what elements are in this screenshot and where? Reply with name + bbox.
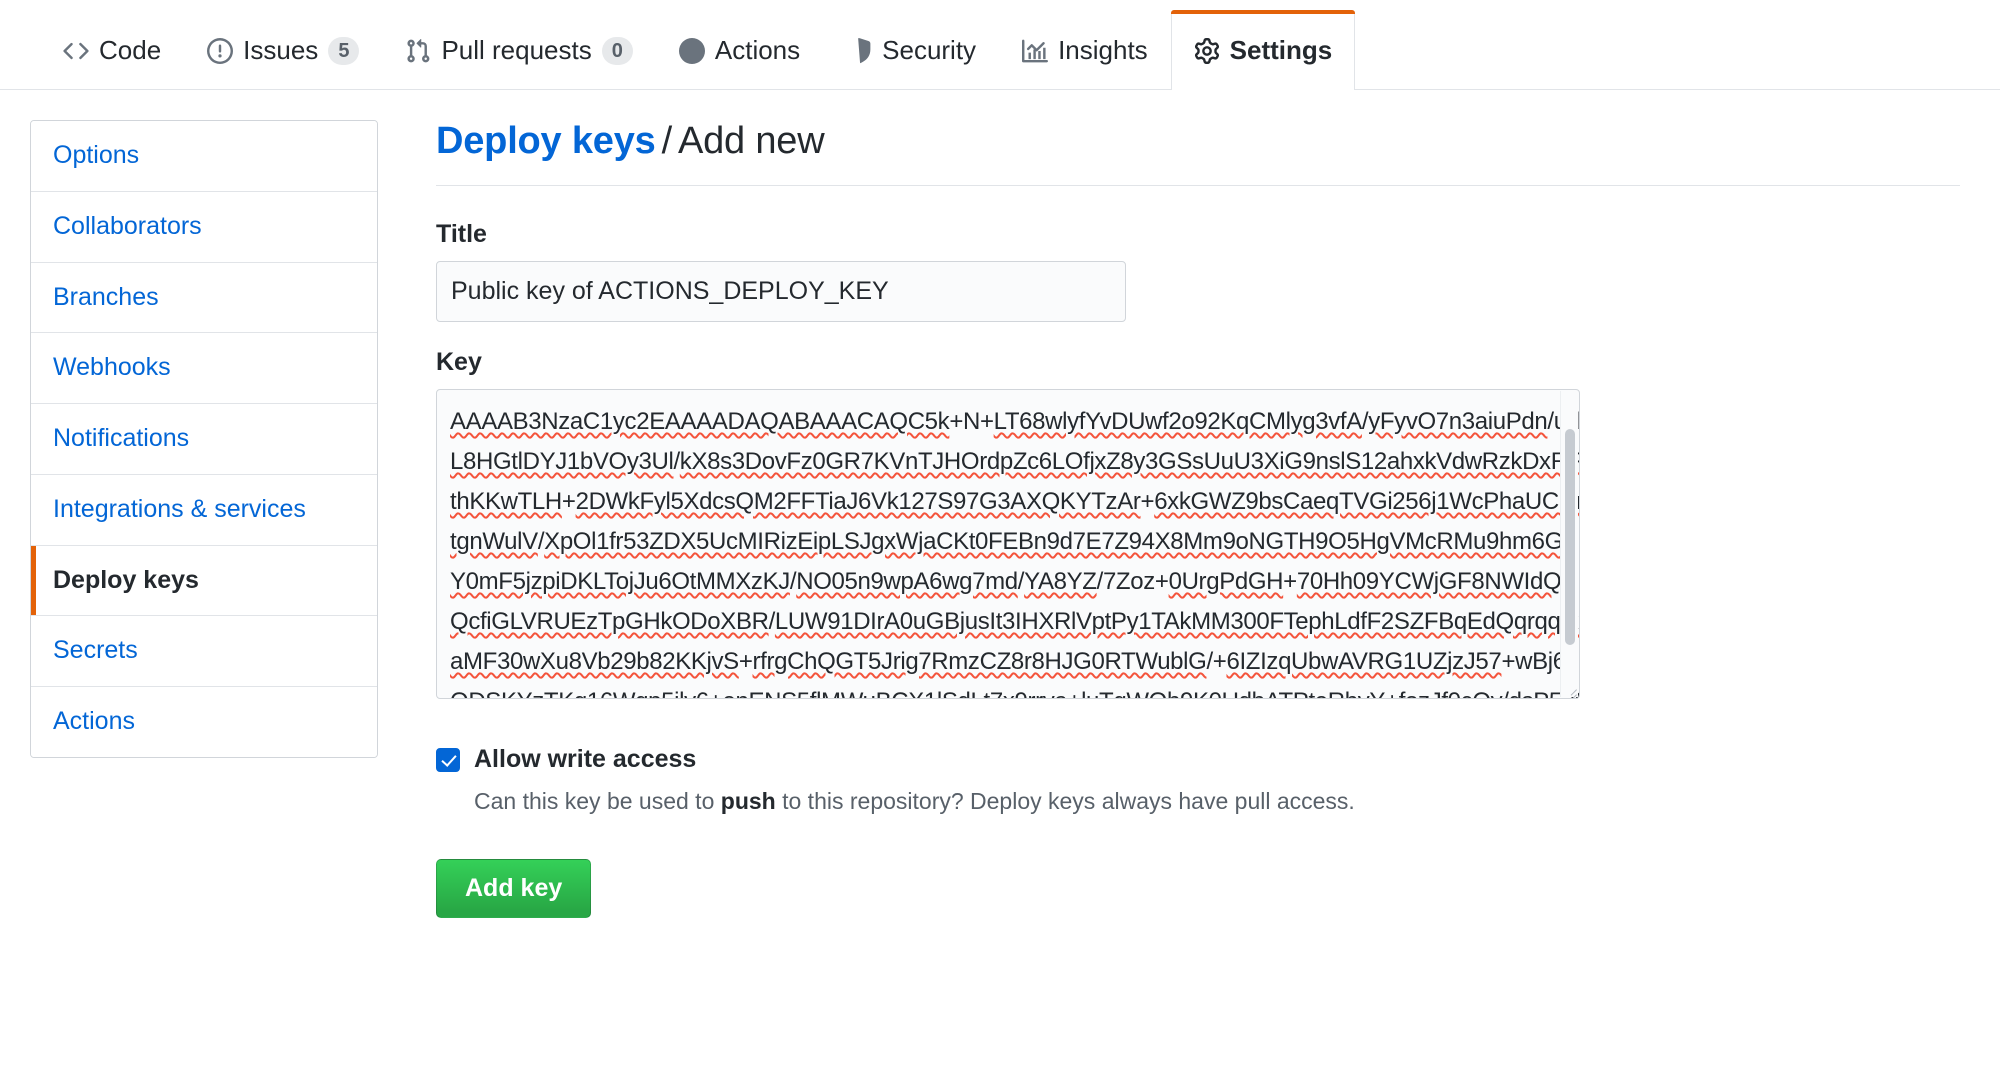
sidebar-item-label: Notifications bbox=[53, 424, 190, 452]
key-label: Key bbox=[436, 348, 482, 376]
issues-count-badge: 5 bbox=[328, 36, 360, 65]
key-line: thKKwTLH+2DWkFyl5XdcsQM2FFTiaJ6Vk127S97G… bbox=[450, 488, 1580, 515]
play-icon bbox=[678, 37, 705, 64]
title-input[interactable] bbox=[436, 261, 1126, 322]
sidebar-item-label: Options bbox=[53, 141, 140, 169]
allow-write-access-row: Allow write access bbox=[436, 745, 1960, 774]
gear-icon bbox=[1194, 37, 1220, 64]
key-line: AAAAB3NzaC1yc2EAAAADAQABAAACAQC5k+N+LT68… bbox=[450, 408, 1579, 435]
git-pull-request-icon bbox=[405, 38, 431, 64]
sidebar-item-label: Deploy keys bbox=[53, 565, 199, 594]
tab-pull-requests[interactable]: Pull requests 0 bbox=[382, 11, 655, 89]
settings-sidebar-menu: Options Collaborators Branches Webhooks … bbox=[30, 120, 378, 758]
sidebar-item-deploy-keys[interactable]: Deploy keys bbox=[31, 545, 377, 617]
breadcrumb-deploy-keys-link[interactable]: Deploy keys bbox=[436, 120, 656, 162]
shield-icon bbox=[846, 37, 872, 64]
sidebar-item-collaborators[interactable]: Collaborators bbox=[31, 191, 377, 263]
sidebar-item-secrets[interactable]: Secrets bbox=[31, 616, 377, 687]
sidebar-item-label: Integrations & services bbox=[53, 494, 306, 523]
key-line: Y0mF5jzpiDKLTojJu6OtMMXzKJ/NO05n9wpA6wg7… bbox=[450, 568, 1577, 595]
tab-label: Actions bbox=[714, 35, 801, 65]
title-label: Title bbox=[436, 220, 487, 248]
key-textarea-scroll-thumb[interactable] bbox=[1565, 429, 1575, 645]
key-line: tgnWulV/XpOl1fr53ZDX5UcMIRizEipLSJgxWjaC… bbox=[450, 528, 1570, 555]
tab-label: Security bbox=[882, 35, 977, 65]
sidebar-item-label: Webhooks bbox=[53, 353, 171, 382]
key-line: aMF30wXu8Vb29b82KKjvS+rfrgChQGT5Jrig7Rmz… bbox=[450, 648, 1566, 675]
breadcrumb-separator: / bbox=[661, 120, 673, 162]
key-line: L8HGtlDYJ1bVOy3Ul/kX8s3DovFz0GR7KVnTJHOr… bbox=[450, 448, 1580, 475]
sidebar-item-integrations-and-services[interactable]: Integrations & services bbox=[31, 474, 377, 546]
tab-insights[interactable]: Insights bbox=[999, 11, 1171, 89]
main-content: Deploy keys/Add new Title Key AAAAB3NzaC… bbox=[406, 120, 1960, 918]
help-text-before: Can this key be used to bbox=[474, 788, 721, 814]
breadcrumb-current: Add new bbox=[677, 120, 825, 162]
sidebar-item-actions[interactable]: Actions bbox=[31, 687, 377, 757]
key-line: QcfiGLVRUEzTpGHkODoXBR/LUW91DIrA0uGBjusI… bbox=[450, 608, 1580, 635]
sidebar-item-label: Branches bbox=[53, 282, 159, 311]
allow-write-access-label[interactable]: Allow write access bbox=[474, 745, 697, 773]
tab-label: Code bbox=[99, 35, 162, 65]
sidebar-item-branches[interactable]: Branches bbox=[31, 262, 377, 334]
pull-requests-count-badge: 0 bbox=[601, 36, 633, 65]
sidebar-item-label: Actions bbox=[53, 707, 135, 735]
sidebar-item-label: Secrets bbox=[53, 636, 138, 665]
tab-actions[interactable]: Actions bbox=[656, 11, 823, 89]
tab-label: Pull requests bbox=[441, 35, 592, 65]
tab-settings[interactable]: Settings bbox=[1170, 10, 1356, 90]
breadcrumb: Deploy keys/Add new bbox=[436, 120, 1960, 186]
settings-page: Options Collaborators Branches Webhooks … bbox=[0, 90, 2000, 918]
key-textarea-scrollbar[interactable] bbox=[1560, 391, 1578, 697]
sidebar-item-label: Collaborators bbox=[53, 211, 202, 240]
tab-label: Issues bbox=[243, 35, 319, 65]
allow-write-access-checkbox[interactable] bbox=[436, 747, 460, 772]
issue-opened-icon bbox=[207, 37, 234, 64]
key-textarea-content: AAAAB3NzaC1yc2EAAAADAQABAAACAQC5k+N+LT68… bbox=[450, 402, 1580, 698]
help-text-strong: push bbox=[720, 788, 776, 814]
title-field-group: Title bbox=[436, 220, 1960, 322]
repo-nav-tabs: Code Issues 5 Pull requests 0 Actions Se… bbox=[0, 0, 2000, 90]
add-deploy-key-form: Title Key AAAAB3NzaC1yc2EAAAADAQABAAACAQ… bbox=[436, 220, 1960, 918]
key-field-group: Key AAAAB3NzaC1yc2EAAAADAQABAAACAQC5k+N+… bbox=[436, 348, 1960, 699]
tab-label: Settings bbox=[1229, 35, 1333, 65]
key-line: QDSKYzTKg16Wgp5jlv6+enENS5flMWuBCX1lSdLt… bbox=[450, 682, 1579, 698]
key-textarea-resize-handle[interactable] bbox=[1561, 680, 1577, 696]
sidebar-item-options[interactable]: Options bbox=[31, 121, 377, 192]
tab-security[interactable]: Security bbox=[823, 11, 999, 89]
tab-issues[interactable]: Issues 5 bbox=[184, 11, 382, 89]
sidebar-item-webhooks[interactable]: Webhooks bbox=[31, 333, 377, 404]
key-textarea[interactable]: AAAAB3NzaC1yc2EAAAADAQABAAACAQC5k+N+LT68… bbox=[436, 389, 1580, 699]
allow-write-access-help-text: Can this key be used to push to this rep… bbox=[474, 784, 1960, 819]
sidebar-item-notifications[interactable]: Notifications bbox=[31, 404, 377, 475]
graph-icon bbox=[1022, 38, 1049, 64]
add-key-button[interactable]: Add key bbox=[436, 858, 592, 918]
tab-label: Insights bbox=[1058, 35, 1148, 65]
tab-code[interactable]: Code bbox=[40, 11, 184, 89]
code-icon bbox=[63, 38, 89, 64]
help-text-after: to this repository? Deploy keys always h… bbox=[775, 788, 1355, 814]
